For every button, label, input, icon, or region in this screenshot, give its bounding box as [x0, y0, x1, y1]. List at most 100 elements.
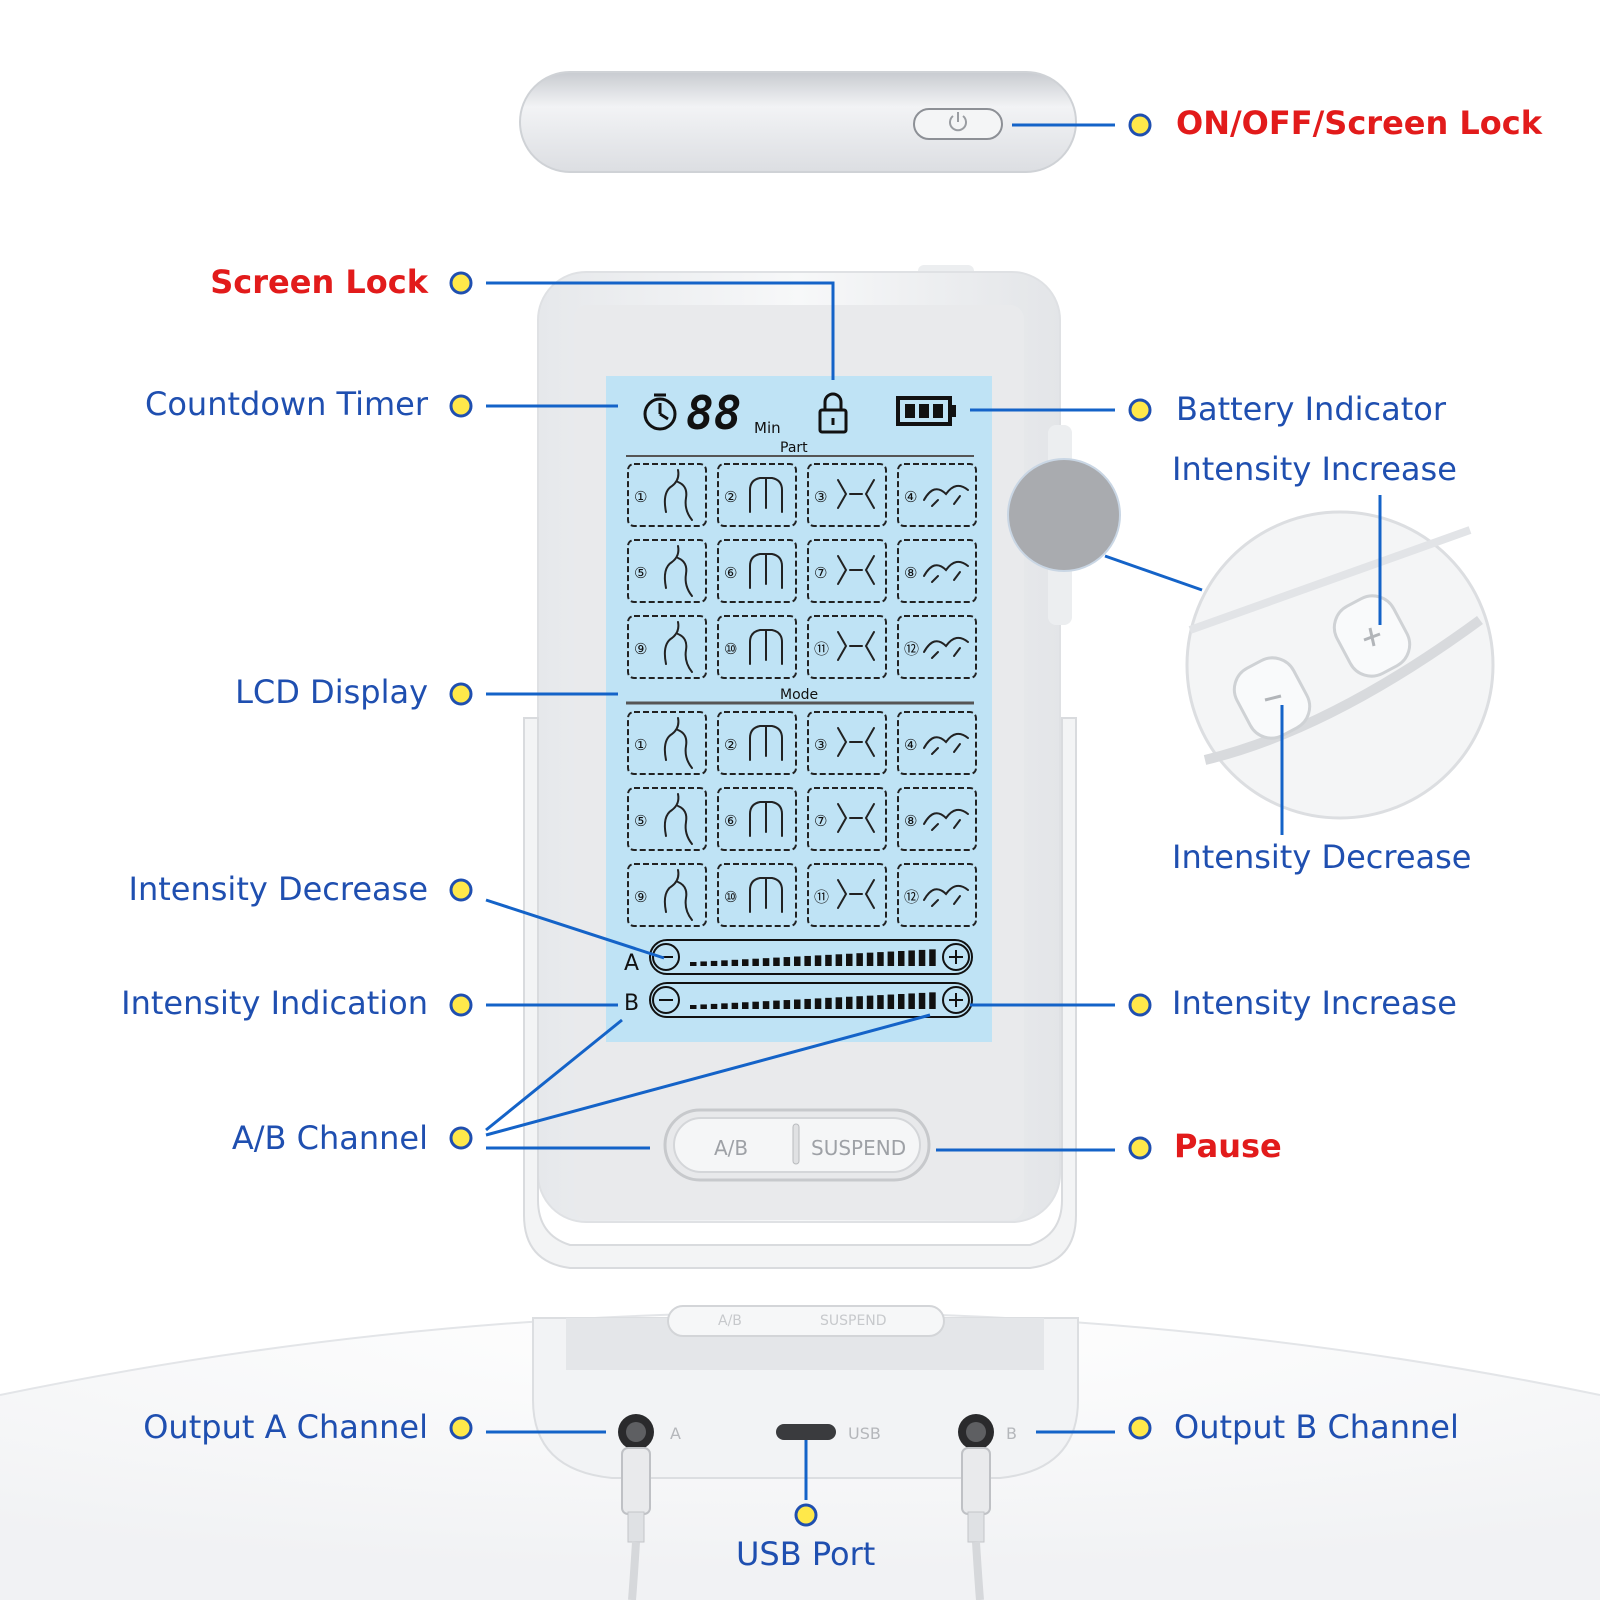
battery-icon [896, 396, 956, 426]
side-buttons-marker [1007, 458, 1121, 572]
channel-a-label: A [624, 951, 639, 976]
mode-cell-pictogram-icon [923, 732, 969, 755]
device-top-view [519, 71, 1077, 173]
level-segment [908, 950, 915, 966]
channel-b-label: B [624, 991, 639, 1016]
label-pause: Pause [1174, 1127, 1282, 1165]
timer-digits: 88 [686, 386, 741, 440]
level-segment [804, 998, 811, 1009]
level-segment [710, 1003, 718, 1009]
level-segment [794, 956, 801, 966]
part-cell-4: ④ [897, 463, 977, 527]
mode-cell-pictogram-icon [837, 727, 875, 757]
part-cell-number: ③ [814, 488, 827, 506]
label-countdown-timer: Countdown Timer [144, 385, 428, 423]
mode-cell-pictogram-icon [749, 801, 783, 837]
mode-cell-number: ④ [904, 736, 917, 754]
channel-b-plus-icon [942, 986, 970, 1014]
level-segment [835, 997, 843, 1009]
part-cell-pictogram-icon [663, 545, 693, 597]
channel-b-bar [649, 982, 973, 1018]
mode-cell-6: ⑥ [717, 787, 797, 851]
channel-a-bar [649, 939, 973, 975]
leader-ab-2 [485, 1013, 931, 1137]
level-segment [690, 1005, 697, 1009]
level-segment [742, 1002, 749, 1009]
level-segment [700, 961, 707, 966]
part-cell-pictogram-icon [749, 477, 783, 513]
level-segment [918, 992, 926, 1009]
mode-cell-10: ⑩ [717, 863, 797, 927]
part-cell-10: ⑩ [717, 615, 797, 679]
ab-button[interactable]: A/B [714, 1136, 748, 1160]
level-segment [804, 955, 811, 966]
part-cell-5: ⑤ [627, 539, 707, 603]
level-segment [825, 954, 832, 966]
mode-cell-pictogram-icon [923, 808, 969, 831]
port-usb-text: USB [848, 1424, 881, 1443]
port-a-text: A [670, 1424, 681, 1443]
level-segment [908, 993, 915, 1009]
level-segment [887, 951, 895, 966]
level-segment [929, 949, 936, 966]
suspend-button[interactable]: SUSPEND [811, 1136, 906, 1160]
part-cell-pictogram-icon [837, 555, 875, 585]
device-bottom-view: A/B SUSPEND A USB B [532, 1305, 1079, 1600]
part-cell-pictogram-icon [663, 621, 693, 673]
part-header: Part [780, 440, 808, 456]
part-cell-pictogram-icon [837, 479, 875, 509]
power-button[interactable] [913, 108, 1003, 140]
part-cell-number: ⑦ [814, 564, 827, 582]
level-segment [690, 962, 697, 966]
part-cell-9: ⑨ [627, 615, 707, 679]
level-segment [866, 952, 874, 966]
label-intensity-decrease-left: Intensity Decrease [128, 870, 428, 908]
mode-cell-3: ③ [807, 711, 887, 775]
level-segment [773, 1000, 780, 1009]
level-segment [762, 958, 770, 966]
mode-header: Mode [780, 687, 818, 703]
level-segment [752, 958, 759, 966]
port-b-text: B [1006, 1424, 1017, 1443]
mode-cell-number: ② [724, 736, 737, 754]
channel-a-level-segments [690, 949, 936, 966]
mode-cell-4: ④ [897, 711, 977, 775]
level-segment [783, 1000, 791, 1009]
part-cell-1: ① [627, 463, 707, 527]
part-cell-11: ⑪ [807, 615, 887, 679]
mode-cell-number: ③ [814, 736, 827, 754]
level-segment [898, 951, 905, 966]
level-segment [814, 955, 822, 966]
part-cell-number: ④ [904, 488, 917, 506]
bottom-suspend-text: SUSPEND [820, 1313, 887, 1329]
callout-dots [449, 113, 1152, 1527]
level-segment [773, 957, 780, 966]
mode-cell-1: ① [627, 711, 707, 775]
mode-cell-9: ⑨ [627, 863, 707, 927]
mode-cell-pictogram-icon [663, 869, 693, 921]
zoom-minus-icon [1264, 694, 1282, 702]
level-segment [887, 994, 895, 1009]
leader-ab-1 [485, 1018, 623, 1132]
usb-port[interactable] [776, 1424, 836, 1440]
level-segment [877, 995, 884, 1009]
mode-cell-pictogram-icon [663, 717, 693, 769]
part-cell-number: ⑤ [634, 564, 647, 582]
label-on-off: ON/OFF/Screen Lock [1176, 104, 1543, 142]
part-cell-pictogram-icon [663, 469, 693, 521]
cable-b [961, 1447, 991, 1600]
part-cell-pictogram-icon [923, 484, 969, 507]
part-cell-number: ② [724, 488, 737, 506]
mode-cell-number: ⑦ [814, 812, 827, 830]
level-segment [783, 957, 791, 966]
part-cell-number: ⑫ [904, 640, 919, 658]
part-cell-number: ① [634, 488, 647, 506]
mode-cell-pictogram-icon [663, 793, 693, 845]
level-segment [846, 953, 853, 966]
channel-a-plus-icon [942, 943, 970, 971]
part-cell-number: ⑥ [724, 564, 737, 582]
level-segment [710, 960, 718, 966]
